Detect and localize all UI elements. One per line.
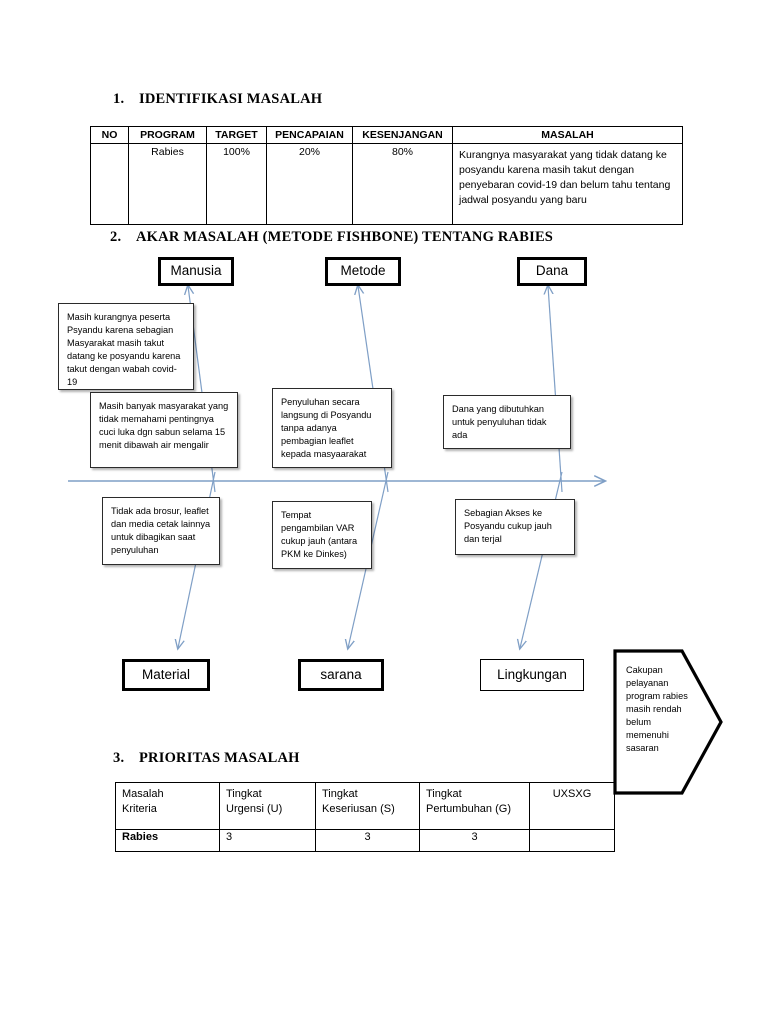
category-label: Lingkungan: [497, 666, 567, 682]
category-box-metode[interactable]: Metode: [325, 257, 401, 286]
rib-dana: [548, 286, 563, 493]
col-pertumbuhan-line1: Tingkat: [426, 788, 462, 800]
category-label: Material: [141, 666, 190, 682]
cause-box-lingkungan-1[interactable]: Sebagian Akses ke Posyandu cukup jauh da…: [455, 499, 575, 555]
col-keseriusan-line1: Tingkat: [322, 788, 358, 800]
section-title: IDENTIFIKASI MASALAH: [139, 91, 323, 107]
table-row: Rabies 3 3 3: [115, 829, 615, 852]
cell-urgensi: 3: [219, 829, 316, 852]
section-heading-identifikasi: 1. IDENTIFIKASI MASALAH: [113, 91, 322, 108]
section-number: 3.: [113, 750, 125, 766]
col-masalah-line2: Kriteria: [122, 803, 157, 815]
cell-keseriusan: 3: [315, 829, 420, 852]
cause-box-metode-1[interactable]: Penyuluhan secara langsung di Posyandu t…: [272, 388, 392, 468]
col-uxsxg: UXSXG: [529, 782, 615, 830]
category-label: Dana: [535, 263, 569, 279]
col-urgensi-line2: Urgensi (U): [226, 803, 283, 815]
cell-program: Rabies: [128, 143, 207, 225]
table-prioritas-masalah: Masalah Kriteria Tingkat Urgensi (U) Tin…: [115, 782, 615, 852]
cause-box-sarana-1[interactable]: Tempat pengambilan VAR cukup jauh (antar…: [272, 501, 372, 569]
section-title: PRIORITAS MASALAH: [139, 750, 300, 766]
section-title: AKAR MASALAH (METODE FISHBONE) TENTANG R…: [136, 229, 554, 245]
category-box-dana[interactable]: Dana: [517, 257, 587, 286]
col-pertumbuhan-line2: Pertumbuhan (G): [426, 803, 511, 815]
col-masalah-line1: Masalah: [122, 788, 164, 800]
cause-text: Masih kurangnya peserta Psyandu karena s…: [67, 312, 181, 387]
cell-no: [90, 143, 129, 225]
category-label: Manusia: [170, 263, 222, 279]
col-target: TARGET: [206, 126, 267, 144]
cause-text: Sebagian Akses ke Posyandu cukup jauh da…: [464, 508, 552, 544]
effect-text: Cakupan pelayanan program rabies masih r…: [626, 665, 688, 753]
category-label: Metode: [340, 263, 386, 279]
section-number: 2.: [110, 229, 122, 245]
category-box-manusia[interactable]: Manusia: [158, 257, 234, 286]
col-kesenjangan: KESENJANGAN: [352, 126, 453, 144]
table-header-row: NO PROGRAM TARGET PENCAPAIAN KESENJANGAN…: [90, 126, 683, 144]
cell-kesenjangan: 80%: [352, 143, 453, 225]
cell-masalah: Rabies: [115, 829, 220, 852]
col-pencapaian: PENCAPAIAN: [266, 126, 353, 144]
section-number: 1.: [113, 91, 125, 107]
cause-box-material-1[interactable]: Tidak ada brosur, leaflet dan media ceta…: [102, 497, 220, 565]
col-no: NO: [90, 126, 129, 144]
col-keseriusan-line2: Keseriusan (S): [322, 803, 395, 815]
col-program: PROGRAM: [128, 126, 207, 144]
col-tingkat-keseriusan: Tingkat Keseriusan (S): [315, 782, 420, 830]
cause-box-dana-1[interactable]: Dana yang dibutuhkan untuk penyuluhan ti…: [443, 395, 571, 449]
cause-text: Tempat pengambilan VAR cukup jauh (antar…: [281, 510, 358, 559]
section-heading-akar-masalah: 2. AKAR MASALAH (METODE FISHBONE) TENTANG…: [110, 229, 553, 246]
cause-box-manusia-2[interactable]: Masih banyak masyarakat yang tidak memah…: [90, 392, 238, 468]
cell-pencapaian: 20%: [266, 143, 353, 225]
cell-pertumbuhan: 3: [419, 829, 530, 852]
col-masalah-kriteria: Masalah Kriteria: [115, 782, 220, 830]
cell-uxsxg: [529, 829, 615, 852]
effect-head[interactable]: Cakupan pelayanan program rabies masih r…: [612, 648, 724, 796]
fishbone-diagram: Manusia Metode Dana Material sarana Ling…: [0, 240, 768, 795]
cell-masalah: Kurangnya masyarakat yang tidak datang k…: [452, 143, 683, 225]
cause-box-manusia-1[interactable]: Masih kurangnya peserta Psyandu karena s…: [58, 303, 194, 390]
table-identifikasi-masalah: NO PROGRAM TARGET PENCAPAIAN KESENJANGAN…: [90, 126, 683, 225]
category-box-material[interactable]: Material: [122, 659, 210, 691]
cause-text: Masih banyak masyarakat yang tidak memah…: [99, 401, 229, 450]
category-box-lingkungan[interactable]: Lingkungan: [480, 659, 584, 691]
table-row: Rabies 100% 20% 80% Kurangnya masyarakat…: [90, 143, 683, 225]
category-box-sarana[interactable]: sarana: [298, 659, 384, 691]
col-tingkat-pertumbuhan: Tingkat Pertumbuhan (G): [419, 782, 530, 830]
section-heading-prioritas: 3. PRIORITAS MASALAH: [113, 750, 300, 767]
col-tingkat-urgensi: Tingkat Urgensi (U): [219, 782, 316, 830]
category-label: sarana: [320, 666, 362, 682]
cause-text: Dana yang dibutuhkan untuk penyuluhan ti…: [452, 404, 547, 440]
col-urgensi-line1: Tingkat: [226, 788, 262, 800]
table-header-row: Masalah Kriteria Tingkat Urgensi (U) Tin…: [115, 782, 615, 830]
col-masalah: MASALAH: [452, 126, 683, 144]
cause-text: Tidak ada brosur, leaflet dan media ceta…: [111, 506, 211, 555]
cell-target: 100%: [206, 143, 267, 225]
cause-text: Penyuluhan secara langsung di Posyandu t…: [281, 397, 372, 459]
fish-head-shape: [613, 649, 723, 795]
